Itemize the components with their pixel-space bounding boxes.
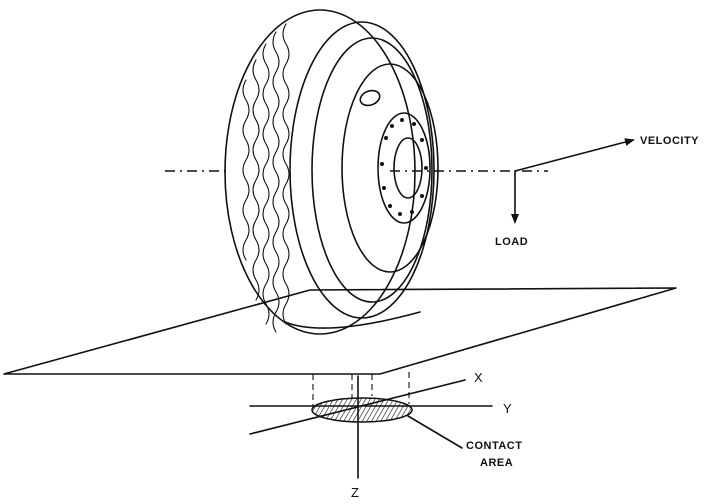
contact-label-line1: CONTACT (466, 440, 522, 452)
bolt-holes (380, 118, 428, 216)
x-axis-label: X (474, 370, 483, 385)
contact-area-leader (407, 415, 463, 449)
velocity-vector (514, 138, 635, 172)
ground-plane (3, 287, 677, 375)
y-axis-label: Y (503, 401, 512, 416)
valve-stem (359, 89, 381, 107)
tire-tread (242, 23, 290, 333)
z-axis-label: Z (351, 485, 359, 500)
load-label: LOAD (495, 236, 528, 248)
coordinate-axes (249, 375, 493, 479)
projection-lines (312, 372, 410, 408)
tire (224, 9, 439, 335)
velocity-label: VELOCITY (640, 135, 699, 147)
contact-label-line2: AREA (480, 457, 513, 469)
contact-area (311, 397, 413, 423)
